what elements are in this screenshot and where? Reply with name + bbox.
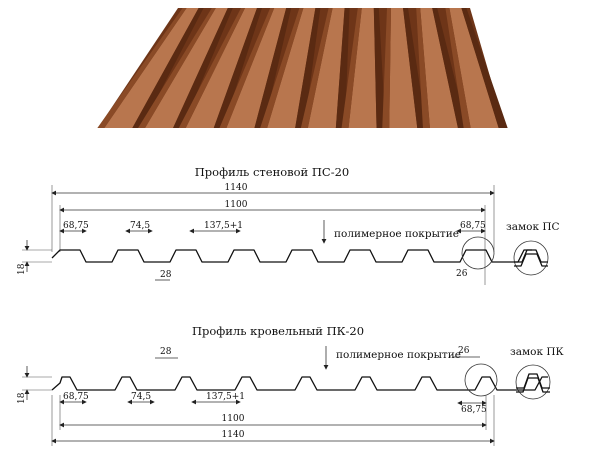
wall-height: 18 [17,263,27,275]
wall-dim-a: 68,75 [63,221,89,231]
wall-lock-label: замок ПС [506,221,560,233]
wall-profile-line [51,249,532,263]
roof-useful-width: 1100 [222,414,245,424]
sheet-rib-shadow [173,8,233,128]
sheet-rib-highlight [97,8,187,128]
sheet-rib-highlight [382,8,391,128]
sheet-rib [389,8,418,128]
roof-profile-line [51,376,548,391]
sheet-rib [104,8,199,128]
roof-dim-d: 28 [160,347,172,357]
roof-lock-enlarged-circle [515,364,551,400]
roof-coating-note: полимерное покрытие [336,349,461,361]
sheet-rib-shadow [373,8,386,128]
wall-profile-title: Профиль стеновой ПС-20 [195,165,349,179]
roof-lock-enlarged-profile [516,373,550,389]
corrugated-sheet-image [97,8,508,128]
roof-lock-label: замок ПК [510,346,564,358]
wall-lock-enlarged-circle [513,240,549,276]
sheet-rib-highlight [260,8,304,128]
sheet-rib-shadow [461,8,508,128]
wall-dim-d: 28 [160,270,172,280]
sheet-rib [348,8,377,128]
sheet-rib [307,8,345,128]
sheet-rib [226,8,287,128]
sheet-rib-shadow [295,8,321,128]
sheet-rib-shadow [254,8,292,128]
roof-profile-diagram: Профиль кровельный ПК-20 28 26 полимерно… [17,324,564,446]
roof-lock-detail-circle [464,363,498,397]
sheet-rib-shadow [213,8,262,128]
roof-overall-width: 1140 [222,430,245,440]
roof-dim-c: 137,5+1 [206,392,245,402]
sheet-rib [420,8,458,128]
sheet-rib-shadow [132,8,204,128]
sheet-rib-highlight [341,8,362,128]
sheet-rib-highlight [445,8,471,128]
roof-dim-a: 68,75 [63,392,89,402]
sheet-rib-shadow [432,8,467,128]
roof-dim-end: 68,75 [461,405,487,415]
sheet-rib [267,8,316,128]
wall-useful-width: 1100 [225,200,248,210]
sheet-rib-shadow [335,8,350,128]
wall-lock-enlarged-profile-inner [514,253,548,267]
sheet-rib-highlight [138,8,216,128]
sheet-rib [145,8,228,128]
wall-coating-note: полимерное покрытие [334,228,459,240]
sheet-rib-shadow [403,8,427,128]
sheet-rib-highlight [300,8,333,128]
sheet-rib [185,8,257,128]
wall-overall-width: 1140 [225,183,248,193]
wall-lock-enlarged-profile [514,249,548,263]
sheet-rib [449,8,499,128]
wall-lock-detail-circle [461,236,495,270]
wall-dim-b: 74,5 [130,221,150,231]
roof-dim-lock: 26 [458,346,470,356]
roof-profile-title: Профиль кровельный ПК-20 [192,324,364,338]
wall-profile-diagram: Профиль стеновой ПС-20 1140 1100 68,75 7… [17,165,560,285]
sheet-rib-highlight [219,8,275,128]
wall-dim-lock: 26 [456,269,468,279]
sheet-rib-highlight [178,8,245,128]
roof-dim-b: 74,5 [131,392,151,402]
roof-height: 18 [17,392,27,404]
wall-dim-c: 137,5+1 [204,221,243,231]
wall-dim-end: 68,75 [460,221,486,231]
sheet-rib-highlight [416,8,430,128]
roof-lock-enlarged-profile-inner [516,377,550,393]
